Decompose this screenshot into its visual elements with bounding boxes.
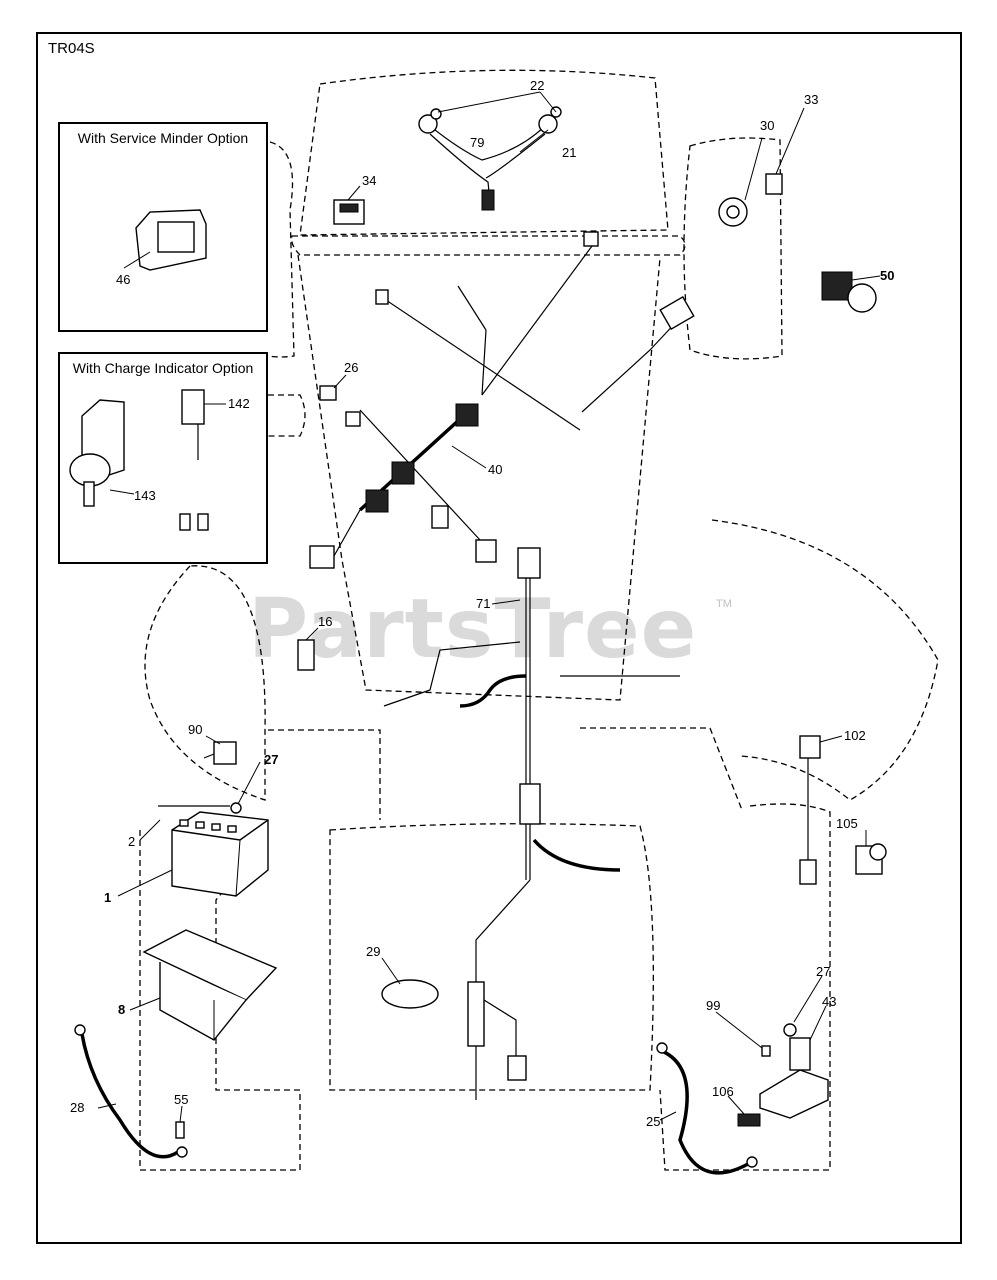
charge-indicator-drawing bbox=[69, 389, 226, 531]
callout-27-top: 27 bbox=[264, 752, 278, 767]
callout-46: 46 bbox=[116, 272, 130, 287]
service-minder-inset: With Service Minder Option bbox=[58, 122, 268, 332]
callout-22: 22 bbox=[530, 78, 544, 93]
watermark-trademark: TM bbox=[716, 598, 732, 610]
dashed-outlines bbox=[139, 69, 939, 1171]
diagram-frame bbox=[36, 32, 962, 1244]
callout-16: 16 bbox=[318, 614, 332, 629]
component-symbols bbox=[175, 107, 887, 1139]
callout-2: 2 bbox=[128, 834, 135, 849]
callout-25: 25 bbox=[646, 1114, 660, 1129]
callout-71: 71 bbox=[476, 596, 490, 611]
callout-numbers: 22 79 21 33 30 34 50 26 142 40 143 46 16… bbox=[70, 78, 894, 1129]
callout-29: 29 bbox=[366, 944, 380, 959]
callout-leaders bbox=[179, 129, 881, 1123]
callout-55: 55 bbox=[174, 1092, 188, 1107]
callout-43: 43 bbox=[822, 994, 836, 1009]
callout-142: 142 bbox=[228, 396, 250, 411]
callout-99: 99 bbox=[706, 998, 720, 1013]
callout-79: 79 bbox=[470, 135, 484, 150]
callout-1: 1 bbox=[104, 890, 111, 905]
charge-indicator-inset-title: With Charge Indicator Option bbox=[72, 360, 254, 376]
callout-27-bottom: 27 bbox=[816, 964, 830, 979]
watermark-logo: PartsTree bbox=[248, 582, 698, 677]
callout-34: 34 bbox=[362, 173, 376, 188]
callout-33: 33 bbox=[804, 92, 818, 107]
main-wire-harness bbox=[309, 231, 695, 1100]
callout-26: 26 bbox=[344, 360, 358, 375]
diagram-code: TR04S bbox=[48, 40, 95, 57]
callout-106: 106 bbox=[712, 1084, 734, 1099]
callout-28: 28 bbox=[70, 1100, 84, 1115]
battery-cables bbox=[74, 1024, 758, 1175]
callout-143: 143 bbox=[134, 488, 156, 503]
charge-indicator-inset: With Charge Indicator Option bbox=[58, 352, 268, 564]
callout-40: 40 bbox=[488, 462, 502, 477]
callout-8: 8 bbox=[118, 1002, 125, 1017]
service-minder-inset-title: With Service Minder Option bbox=[77, 130, 249, 146]
callout-90: 90 bbox=[188, 722, 202, 737]
callout-30: 30 bbox=[760, 118, 774, 133]
service-minder-meter-drawing bbox=[123, 209, 207, 271]
callout-21: 21 bbox=[562, 145, 576, 160]
callout-102: 102 bbox=[844, 728, 866, 743]
callout-50: 50 bbox=[880, 268, 894, 283]
headlight-harness bbox=[418, 91, 562, 211]
battery-and-tray bbox=[117, 805, 278, 1041]
callout-105: 105 bbox=[836, 816, 858, 831]
